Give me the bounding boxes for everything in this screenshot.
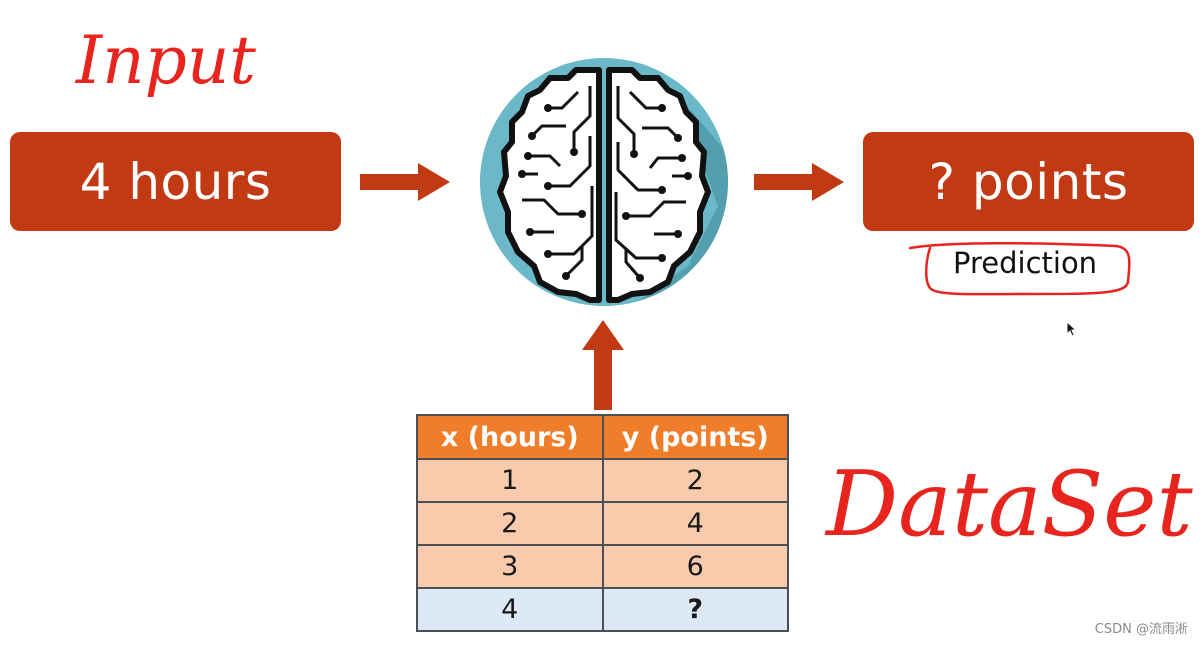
- dataset-table: x (hours) y (points) 1 2 2 4 3 6 4 ?: [416, 414, 789, 632]
- input-box: 4 hours: [10, 132, 341, 231]
- table-row-query: 4 ?: [416, 587, 789, 632]
- output-box-label: ? points: [928, 152, 1129, 211]
- arrow-right-icon: [754, 163, 844, 201]
- table-row: 3 6: [416, 544, 789, 589]
- table-cell: 1: [416, 458, 604, 503]
- input-handwritten-label: Input: [76, 22, 256, 99]
- input-box-label: 4 hours: [79, 152, 272, 211]
- column-header-y: y (points): [601, 414, 789, 460]
- column-header-x: x (hours): [416, 414, 604, 460]
- mouse-cursor-icon: [1066, 321, 1078, 337]
- dataset-handwritten-label: DataSet: [826, 452, 1193, 557]
- table-row: 1 2: [416, 458, 789, 503]
- arrow-right-icon: [360, 163, 450, 201]
- unknown-value-cell: ?: [601, 587, 789, 632]
- table-cell: 6: [601, 544, 789, 589]
- table-header-row: x (hours) y (points): [416, 414, 789, 460]
- table-cell: 2: [416, 501, 604, 546]
- output-box: ? points: [863, 132, 1194, 231]
- prediction-label: Prediction: [953, 246, 1098, 280]
- table-cell: 4: [601, 501, 789, 546]
- prediction-circle: [908, 241, 1131, 296]
- arrow-up-icon: [582, 320, 624, 410]
- watermark: CSDN @流雨淅: [1094, 622, 1188, 637]
- table-cell: 2: [601, 458, 789, 503]
- table-cell: 4: [416, 587, 604, 632]
- table-row: 2 4: [416, 501, 789, 546]
- brain-icon: [480, 58, 728, 306]
- table-cell: 3: [416, 544, 604, 589]
